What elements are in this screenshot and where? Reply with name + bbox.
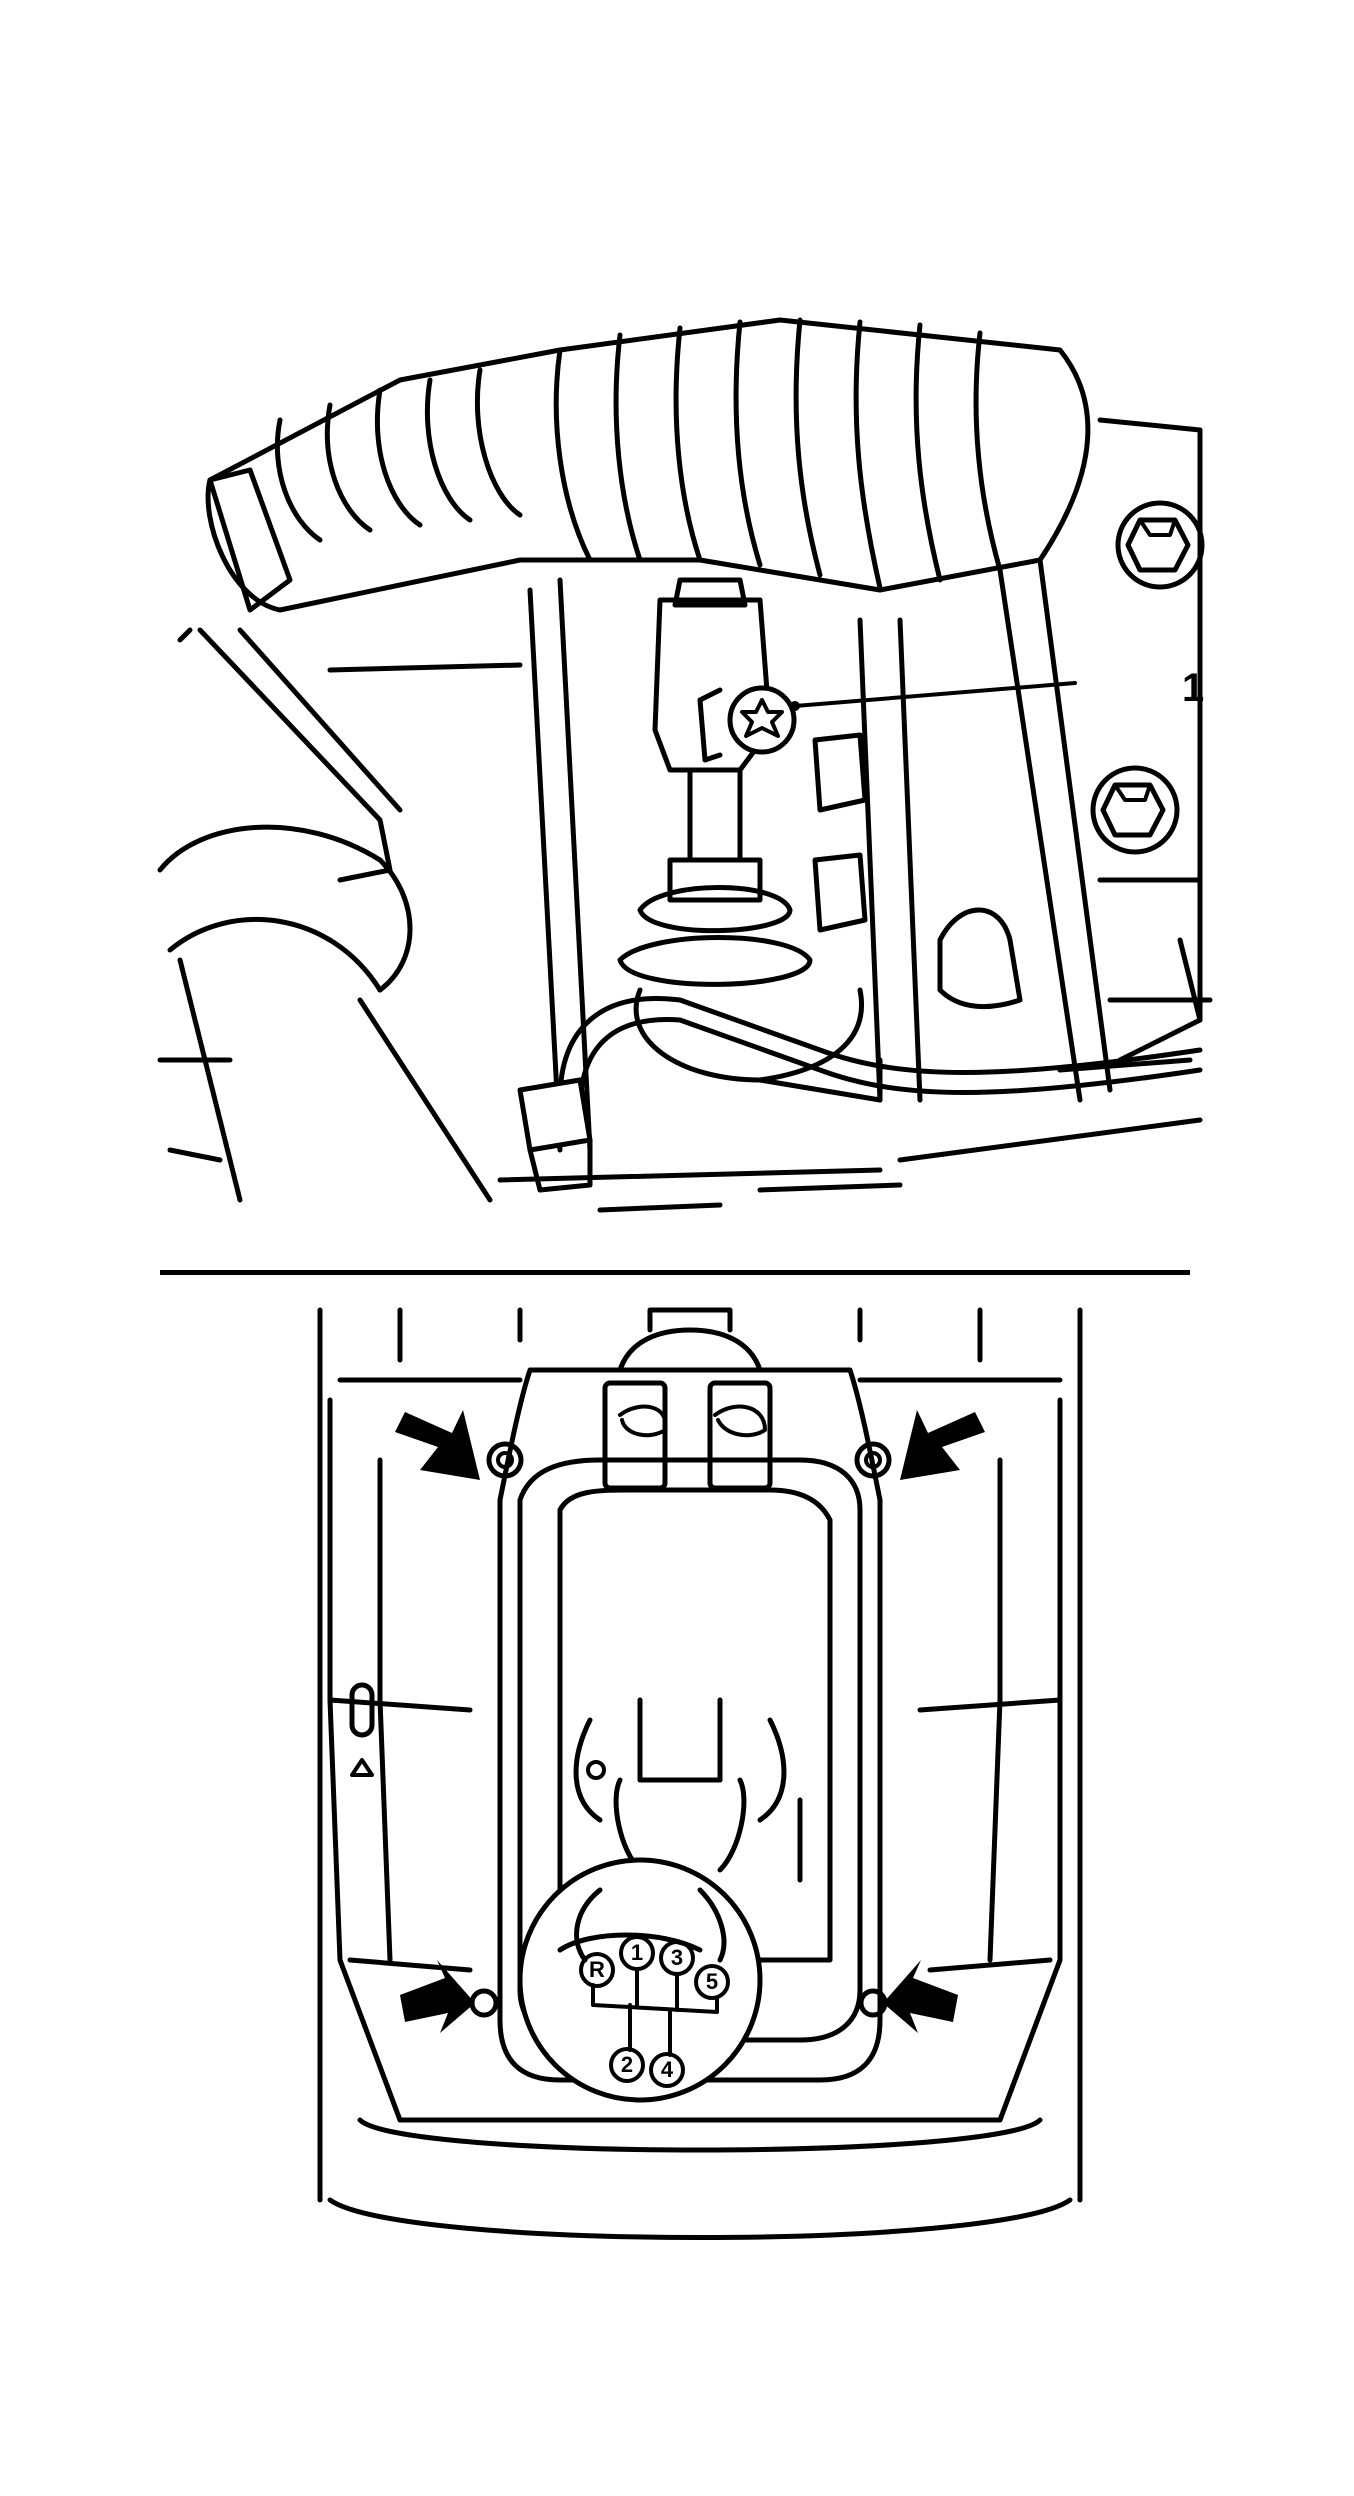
mounting-hole-icon (486, 1441, 524, 1479)
torx-bolt-icon (697, 685, 797, 763)
gear-label-4: 4 (660, 2057, 674, 2082)
gear-label-3: 3 (670, 1945, 684, 1970)
console-slot (349, 1682, 375, 1738)
arrow-icon (900, 1410, 985, 1480)
mounting-hole-icon (469, 1988, 499, 2018)
callout-dot (790, 701, 800, 711)
bottom-illustration: R 1 3 5 2 4 (0, 1260, 1354, 2496)
gear-label-reverse: R (589, 1957, 605, 1982)
bellows-boot (205, 317, 1091, 613)
shift-linkage-drawing (157, 317, 1213, 1213)
arrow-icon (400, 1960, 475, 2033)
panel-divider (160, 1270, 1190, 1275)
gear-label-2: 2 (620, 2052, 634, 2077)
hex-bolt-icon (1090, 765, 1180, 855)
shift-knob (517, 1857, 763, 2103)
callout-number-1: 1 (1182, 666, 1205, 710)
arrow-icon (395, 1410, 480, 1480)
top-illustration: 1 (157, 317, 1213, 1213)
triangle-icon (350, 1758, 374, 1777)
gear-label-1: 1 (630, 1940, 644, 1965)
console-shifter-drawing (317, 1307, 1083, 2240)
callout-leader-1 (793, 681, 1077, 708)
hex-bolt-icon (1115, 500, 1205, 590)
shift-pattern-icon (579, 1935, 730, 2088)
arrow-icon (883, 1960, 958, 2033)
mounting-hole-icon (854, 1441, 892, 1479)
gear-label-5: 5 (705, 1969, 719, 1994)
